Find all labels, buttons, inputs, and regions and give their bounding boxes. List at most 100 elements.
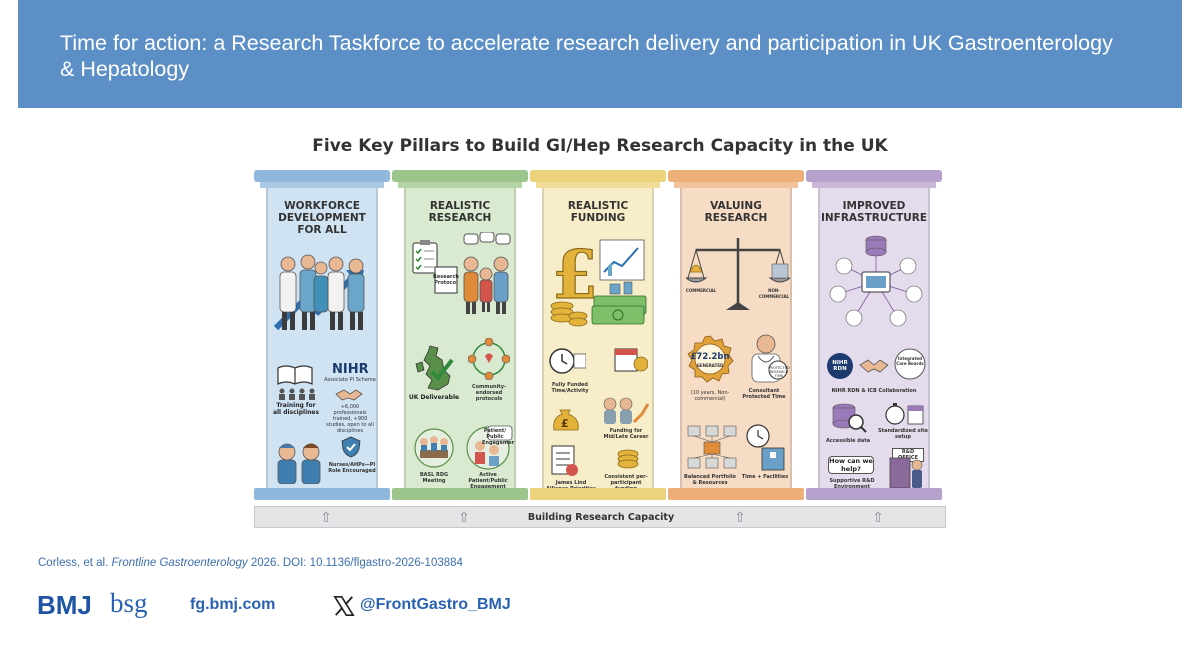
pillar-base <box>806 488 942 500</box>
meeting-icon <box>414 428 454 468</box>
supportive-environment-label: Supportive R&D Environment <box>829 478 875 488</box>
mid-late-career-label: Funding for Mid/Late Career <box>603 428 649 440</box>
pillar-shaft: REALISTIC FUNDING £ Fully Funded Time/Ac… <box>542 188 654 488</box>
pillar-base <box>668 488 804 500</box>
foundation-label: Building Research Capacity <box>527 512 675 523</box>
accessible-data-label: Accessible data <box>826 438 870 444</box>
nihr-rdn-label: NIHR RDN <box>832 360 848 372</box>
pound-sign-icon: £ <box>550 236 647 327</box>
arrow-up-icon: ⇧ <box>872 509 884 525</box>
training-label: Training for all disciplines <box>272 402 320 416</box>
pillar-capital-base <box>536 182 660 188</box>
patient-engagement-label: Patient/ Public Engagement <box>482 428 516 446</box>
pillar-shaft: REALISTIC RESEARCH Research Protocol <box>404 188 516 488</box>
handshake-icon <box>335 389 363 401</box>
pillar-capital <box>806 170 942 182</box>
header-banner: Time for action: a Research Taskforce to… <box>18 0 1182 108</box>
pillar-title: IMPROVED INFRASTRUCTURE <box>820 200 928 224</box>
pillar-realistic-research: REALISTIC RESEARCH Research Protocol <box>392 170 528 500</box>
pillar-capital <box>530 170 666 182</box>
pillar-workforce: WORKFORCE DEVELOPMENT FOR ALL Training f… <box>254 170 390 500</box>
infographic-title: Five Key Pillars to Build GI/Hep Researc… <box>312 136 888 156</box>
pillar-capital-base <box>398 182 522 188</box>
jla-priorities-label: James Lind Alliance Priorities <box>546 480 596 488</box>
generated-label: GENERATED <box>696 363 724 368</box>
nihr-rdn-badge <box>827 353 853 379</box>
amount-generated-value: £72.2bn <box>690 352 730 362</box>
pillar-base <box>392 488 528 500</box>
arrow-up-icon: ⇧ <box>320 509 332 525</box>
pillar-base <box>254 488 390 500</box>
checklist-icon <box>551 445 578 476</box>
clinicians-illustration <box>273 254 365 331</box>
clipboard-icon <box>412 240 438 274</box>
nihr-logo: NIHR <box>332 362 369 377</box>
commercial-label: COMMERCIAL <box>685 288 717 293</box>
nurses-illustration <box>277 443 321 484</box>
non-commercial-label: NON-COMMERCIAL <box>758 288 790 299</box>
bsg-logo[interactable]: bsg <box>110 588 148 618</box>
consultant-time-label: Consultant Protected Time <box>742 388 786 400</box>
x-logo-icon[interactable] <box>333 595 355 617</box>
basl-rdg-label: BASL RDG Meeting <box>419 472 449 484</box>
pillar-title: REALISTIC RESEARCH <box>428 200 492 224</box>
coins-icon <box>617 449 639 469</box>
pillar-capital-base <box>812 182 936 188</box>
training-stat-label: +6,000 professionals trained, +900 studi… <box>326 404 374 434</box>
pillar-improved-infrastructure: IMPROVED INFRASTRUCTURE NIHR RDN Integra… <box>806 170 942 500</box>
book-icon <box>277 365 313 385</box>
associate-pi-label: Associate PI Scheme <box>324 377 376 383</box>
community-network-icon <box>468 338 510 380</box>
arrow-up-icon: ⇧ <box>458 509 470 525</box>
citation-authors: Corless, et al. <box>38 557 109 569</box>
database-search-icon <box>832 403 867 433</box>
pillar-capital <box>254 170 390 182</box>
pillar-capital <box>392 170 528 182</box>
standardized-setup-label: Standardized site setup <box>878 428 928 440</box>
arrow-up-icon: ⇧ <box>734 509 746 525</box>
citation-journal: Frontline Gastroenterology <box>111 557 248 569</box>
website-link[interactable]: fg.bmj.com <box>190 596 276 613</box>
time-facilities-icon <box>746 424 785 471</box>
twitter-handle[interactable]: @FrontGastro_BMJ <box>360 596 511 613</box>
pillar-title: WORKFORCE DEVELOPMENT FOR ALL <box>278 200 366 236</box>
research-protocol-label: Research Protocol <box>433 274 459 286</box>
citation: Corless, et al. Frontline Gastroenterolo… <box>38 557 463 569</box>
uk-map-icon <box>415 345 454 391</box>
office-door-icon <box>889 457 923 488</box>
svg-text:£: £ <box>561 417 569 430</box>
pillar-capital <box>668 170 804 182</box>
data-network-icon <box>829 235 923 327</box>
pillar-capital-base <box>674 182 798 188</box>
consultant-icon <box>751 334 788 383</box>
pillar-shaft: IMPROVED INFRASTRUCTURE NIHR RDN Integra… <box>818 188 930 488</box>
pillar-realistic-funding: REALISTIC FUNDING £ Fully Funded Time/Ac… <box>530 170 666 500</box>
protected-time-badge: PROTECTED RESEARCH TIME <box>768 366 790 378</box>
nurses-pi-label: Nurses/AHPs—PI Role Encouraged <box>328 462 376 474</box>
pillar-base <box>530 488 666 500</box>
trainees-icon <box>279 388 315 400</box>
clock-icon <box>549 348 586 374</box>
shield-icon <box>341 436 361 458</box>
citation-doi[interactable]: 2026. DOI: 10.1136/flgastro-2026-103884 <box>250 557 463 569</box>
balanced-portfolio-label: Balanced Portfolio & Resources <box>684 474 736 486</box>
money-bag-icon: £ <box>553 409 579 431</box>
balance-scale-icon <box>686 238 790 310</box>
community-protocols-label: Community-endorsed protocols <box>471 384 507 402</box>
bmj-logo[interactable]: BMJ <box>37 590 92 620</box>
pillar-title: REALISTIC FUNDING <box>567 200 629 224</box>
infographic: Five Key Pillars to Build GI/Hep Researc… <box>250 128 950 528</box>
award-badge-icon <box>687 335 734 383</box>
ten-years-label: (10 years, Non-commercial) <box>690 390 730 402</box>
portfolio-network-icon <box>687 425 737 469</box>
uk-deliverable-label: UK Deliverable <box>408 394 460 401</box>
collaboration-label: NIHR RDN & ICB Collaboration <box>831 388 917 394</box>
speech-bubbles-icon <box>463 232 511 245</box>
pillar-shaft: WORKFORCE DEVELOPMENT FOR ALL Training f… <box>266 188 378 488</box>
foundation-base: ⇧ ⇧ ⇧ ⇧ Building Research Capacity <box>254 506 946 528</box>
pillar-valuing-research: VALUING RESEARCH COMMERCIAL NON-COMMERCI… <box>668 170 804 500</box>
pillar-shaft: VALUING RESEARCH COMMERCIAL NON-COMMERCI… <box>680 188 792 488</box>
pillar-title: VALUING RESEARCH <box>704 200 768 224</box>
time-facilities-label: Time + Facilities <box>741 474 789 480</box>
stopwatch-calendar-icon <box>885 403 924 425</box>
